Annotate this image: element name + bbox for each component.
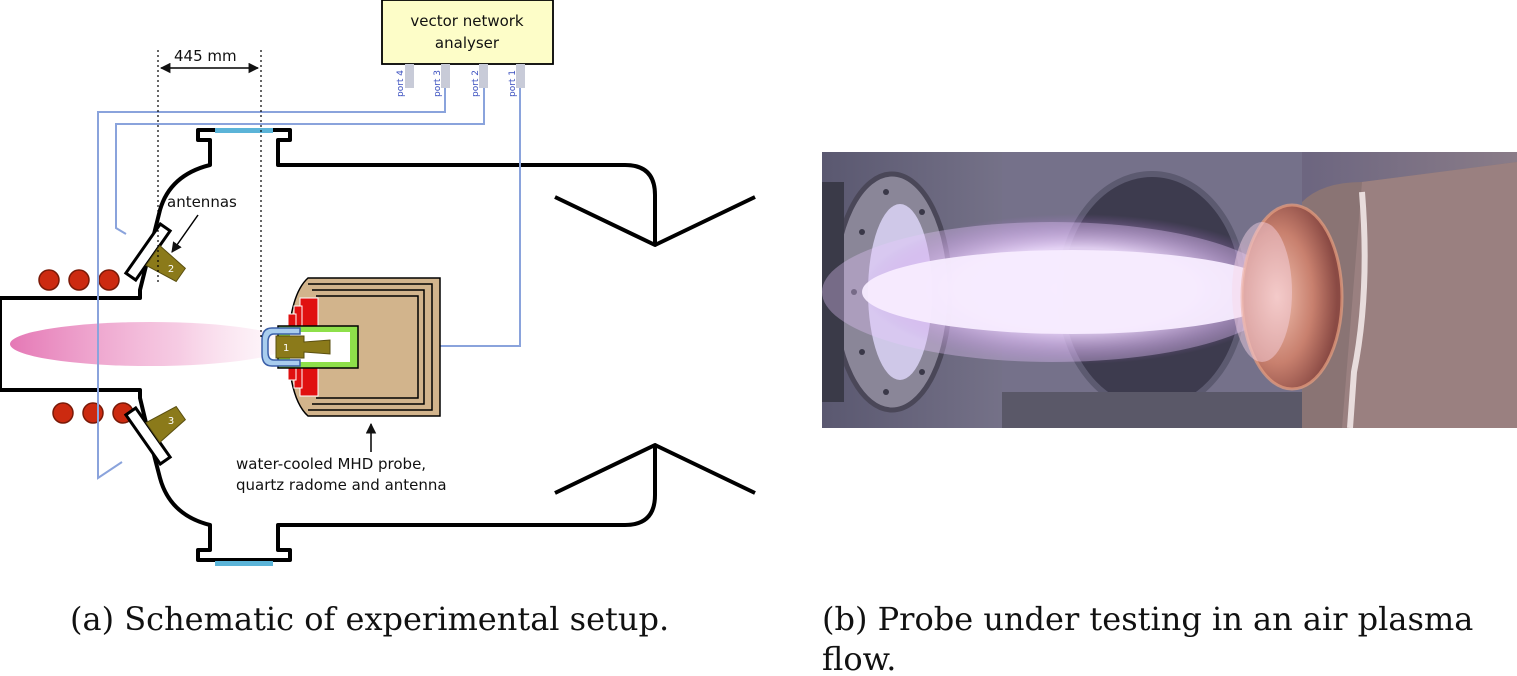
antenna-1-number: 1 [283,343,289,354]
vna-label-line2: analyser [435,34,500,52]
heat-shield [287,297,319,397]
coil-turn [38,269,60,291]
coil-turn [82,402,104,424]
antenna-2: 2 [123,221,187,283]
cable-port-1 [440,88,521,347]
port-connector [441,64,450,88]
port-3-label: port 3 [433,70,443,97]
caption-b-line2: flow. [822,640,896,676]
port-connector [516,64,525,88]
probe-label-line2: quartz radome and antenna [236,476,447,494]
antenna-3: 3 [123,405,187,467]
rf-cables [97,88,521,480]
panel-b-photo: (b) Probe under testing in an air plasma… [822,152,1517,676]
port-1-label: port 1 [508,70,518,97]
bottom-window [215,561,273,566]
antennas-arrow [171,214,199,253]
panel-a-schematic: 2 3 [0,0,756,638]
port-2-label: port 2 [471,70,481,97]
probe-copper-cap [1242,205,1342,389]
caption-a: (a) Schematic of experimental setup. [70,600,669,638]
antenna-1 [275,335,331,359]
port-connector [405,64,414,88]
cable-port-3 [97,88,446,480]
vna-box [381,0,554,65]
dimension-label: 445 mm [174,47,237,65]
port-4-label: port 4 [396,70,406,97]
probe-label-line1: water-cooled MHD probe, [236,455,426,473]
cooling-channel-outer [308,283,433,411]
mhd-probe: 1 [261,277,441,417]
coil-turn [68,269,90,291]
port-connector [479,64,488,88]
top-window [215,128,273,133]
antenna-3-number: 3 [168,416,174,427]
cooling-channel-inner [316,295,419,399]
vna-ports [405,64,525,88]
caption-b-line1: (b) Probe under testing in an air plasma [822,600,1473,638]
antenna-2-number: 2 [168,264,174,275]
antennas-label: antennas [167,193,237,211]
cable-port-2 [115,88,485,235]
plasma-beam-core [862,250,1282,334]
vna-label-line1: vector network [410,12,524,30]
quartz-radome [261,327,301,367]
plasma-jet [10,322,290,366]
cooling-channel-mid [312,289,425,405]
coil-turn [52,402,74,424]
coil-turn [98,269,120,291]
